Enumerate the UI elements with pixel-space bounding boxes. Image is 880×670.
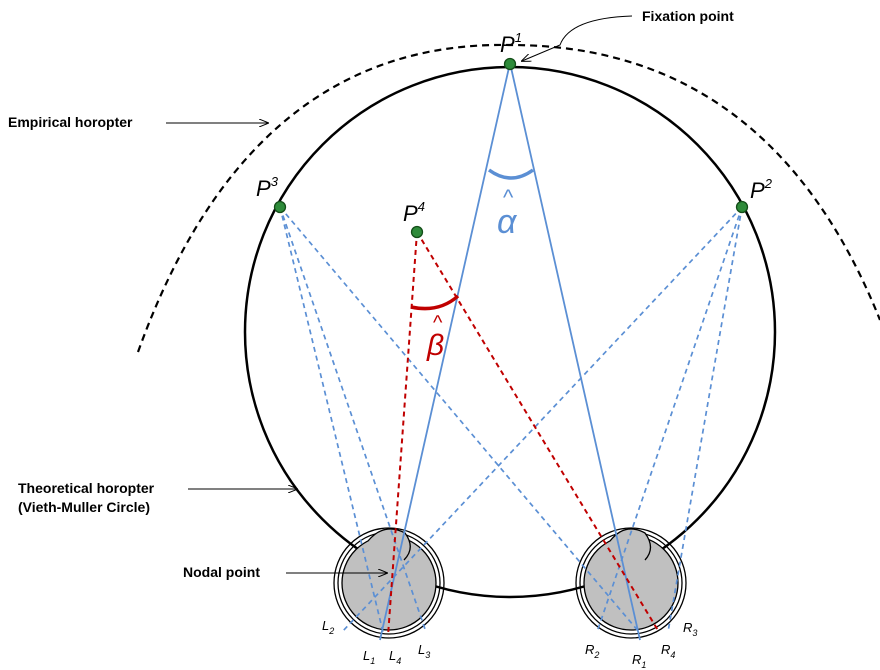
right-eye bbox=[575, 527, 687, 639]
label-p2: P2 bbox=[750, 176, 773, 203]
fixation-point-label: Fixation point bbox=[642, 8, 734, 24]
beta-symbol: β bbox=[426, 329, 444, 362]
alpha-hat: ^ bbox=[503, 185, 514, 210]
label-r3: R3 bbox=[683, 620, 697, 638]
theoretical-horopter-label: Theoretical horopter bbox=[18, 480, 155, 496]
nodal-point-label: Nodal point bbox=[183, 564, 260, 580]
point-p4 bbox=[410, 225, 424, 239]
beta-angle-arc bbox=[410, 294, 460, 311]
label-p3: P3 bbox=[256, 174, 279, 201]
point-p1 bbox=[503, 57, 517, 71]
point-p3 bbox=[273, 200, 287, 214]
red-dashed-rays bbox=[387, 231, 660, 637]
alpha-angle-arc bbox=[487, 168, 535, 180]
label-l1: L1 bbox=[363, 648, 375, 666]
blue-dashed-rays bbox=[279, 206, 743, 633]
label-r4: R4 bbox=[661, 642, 675, 660]
empirical-horopter-label: Empirical horopter bbox=[8, 114, 133, 130]
blue-solid-rays bbox=[379, 62, 641, 641]
label-r1: R1 bbox=[632, 652, 646, 670]
point-p2 bbox=[735, 200, 749, 214]
label-l4: L4 bbox=[389, 648, 401, 666]
beta-hat: ^ bbox=[433, 312, 443, 334]
label-l2: L2 bbox=[322, 618, 334, 636]
fixation-arrow bbox=[522, 15, 633, 61]
alpha-symbol: α bbox=[497, 203, 518, 241]
label-r2: R2 bbox=[585, 642, 599, 660]
label-l3: L3 bbox=[418, 642, 430, 660]
horopter-points bbox=[273, 57, 749, 239]
vieth-muller-label: (Vieth-Muller Circle) bbox=[18, 499, 150, 515]
label-p1: P1 bbox=[500, 30, 522, 57]
vieth-muller-circle bbox=[243, 65, 777, 599]
empirical-horopter-curve bbox=[136, 43, 880, 353]
label-p4: P4 bbox=[403, 199, 425, 226]
